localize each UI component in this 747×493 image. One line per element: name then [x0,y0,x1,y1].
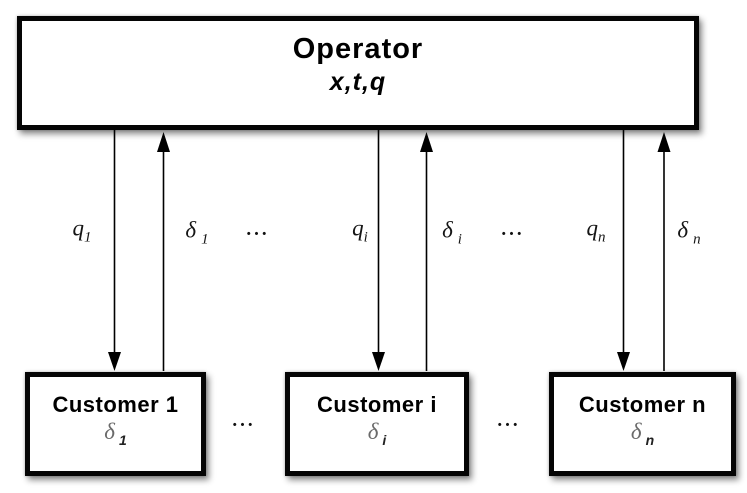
arrowhead-down-icon [617,352,630,371]
ellipsis-links-1: ... [246,219,270,240]
deltan-subscript: n [693,231,701,248]
operator-box: Operator x,t,q [17,16,699,130]
label-qi: qi [352,216,368,247]
delta1-up-arrow [157,132,170,371]
operator-title: Operator [292,33,424,65]
customer-n-title: Customer n [578,392,707,417]
ellipsis-customers-2: ... [497,410,521,431]
delta1-symbol: δ [185,217,197,243]
qn-symbol: q [586,215,599,241]
arrowhead-up-icon [420,132,433,152]
qn-subscript: n [598,229,606,246]
qi-subscript: i [363,229,368,246]
customer-i-state-subscript: i [382,432,387,449]
arrowhead-up-icon [157,132,170,152]
deltai-symbol: δ [442,217,453,243]
customer-i-title: Customer i [317,392,437,417]
delta1-subscript: 1 [201,231,209,248]
q1-symbol: q [72,215,85,241]
operator-variables: x,t,q [329,67,387,96]
ellipsis-links-2: ... [501,219,525,240]
arrowhead-down-icon [372,352,385,371]
label-q1: q1 [73,216,92,247]
customer-n-state-symbol: δ [630,419,642,445]
arrowhead-up-icon [657,132,671,152]
customer-i-state-symbol: δ [367,419,379,445]
q1-subscript: 1 [84,229,92,246]
deltan-up-arrow [657,132,671,371]
deltai-up-arrow [420,132,433,371]
label-qn: qn [587,216,606,247]
qn-down-arrow [617,130,630,371]
q1-down-arrow [108,130,121,371]
customer-1-title: Customer 1 [52,392,179,417]
customer-1-state-subscript: 1 [118,432,127,449]
deltai-subscript: i [457,231,462,248]
customer-1-state-symbol: δ [104,419,115,445]
qi-down-arrow [372,130,385,371]
arrowhead-down-icon [108,352,121,371]
qi-symbol: q [352,215,364,241]
customer-n-state-subscript: n [645,432,655,449]
ellipsis-customers-1: ... [232,410,256,431]
deltan-symbol: δ [677,217,689,243]
